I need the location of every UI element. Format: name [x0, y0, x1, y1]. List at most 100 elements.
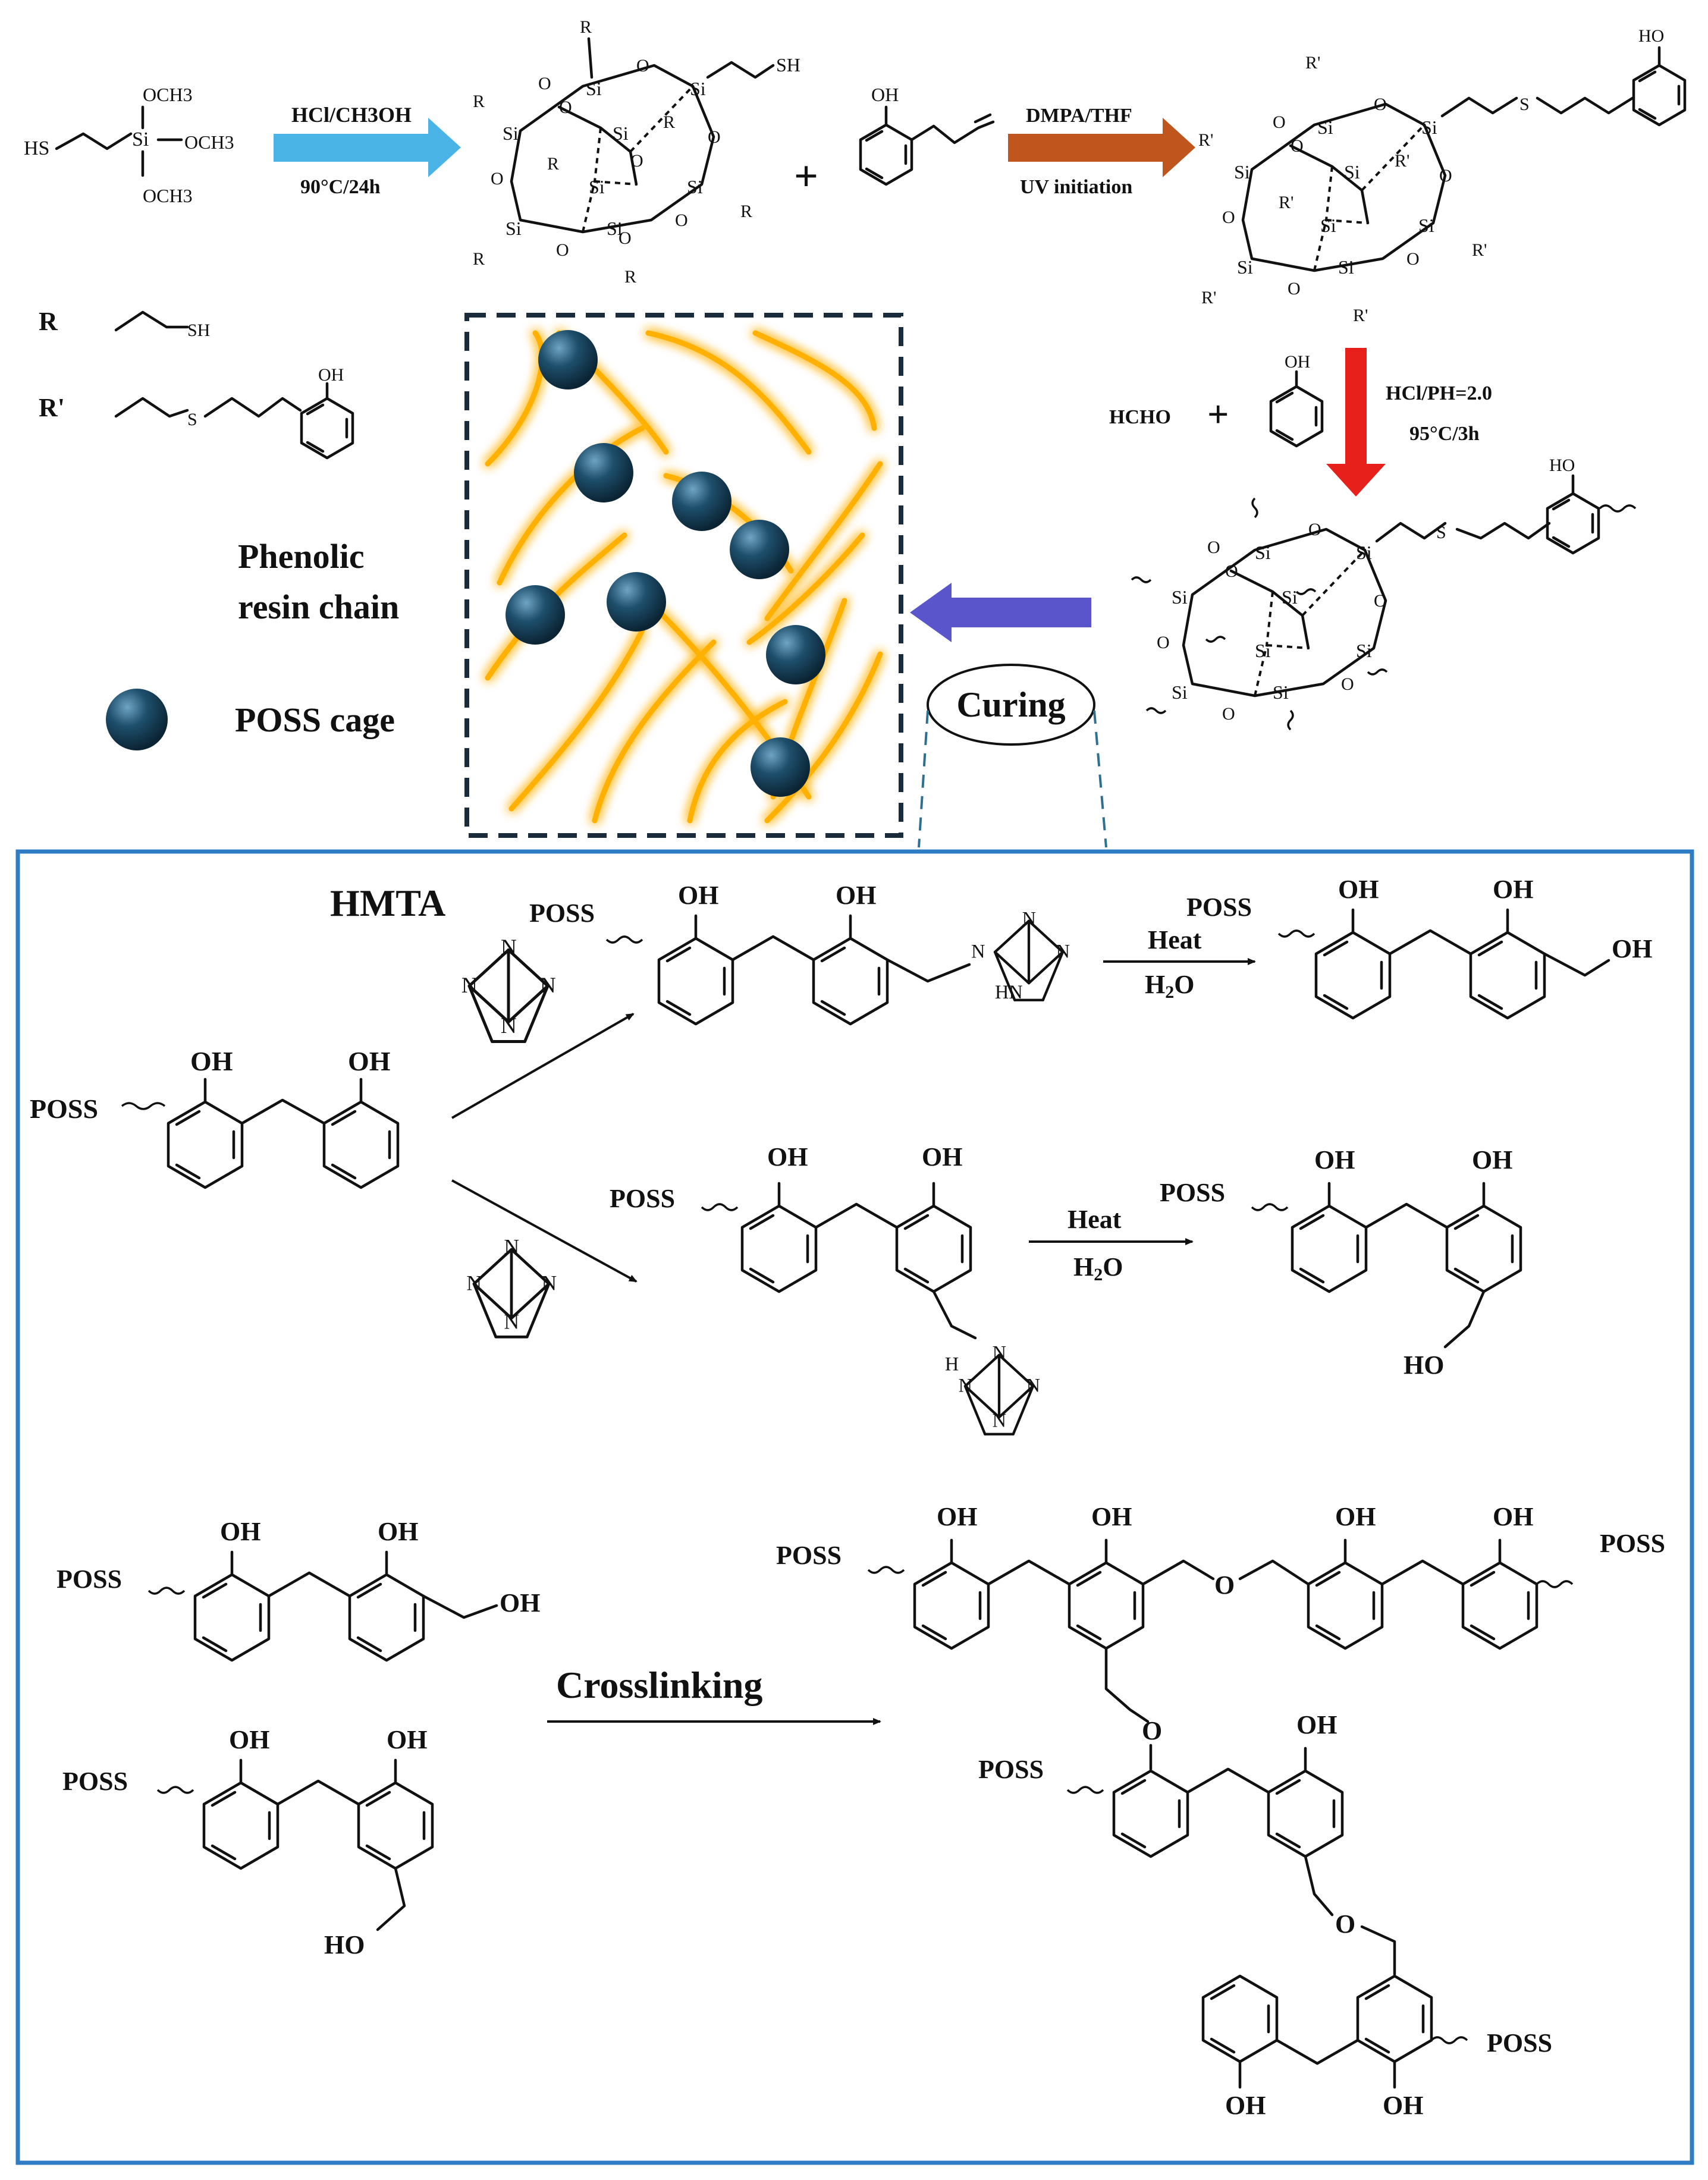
- oh-group: OH: [678, 881, 718, 910]
- o-atom: O: [1374, 95, 1387, 114]
- oh-group: OH: [1314, 1145, 1355, 1174]
- si-atom: Si: [1273, 681, 1289, 703]
- si-atom: Si: [589, 176, 605, 197]
- si-atom: Si: [613, 122, 629, 144]
- poss-phenolic-cage: Si Si Si Si Si Si Si Si O O O O O O O S …: [1131, 456, 1637, 731]
- r-group: R: [624, 267, 636, 287]
- poss-sphere: [730, 520, 789, 579]
- o-atom: O: [675, 211, 688, 230]
- poss-sphere: [574, 443, 633, 502]
- o-atom: O: [708, 127, 721, 147]
- oh-group: OH: [220, 1517, 260, 1546]
- si-atom: Si: [506, 218, 522, 239]
- si-atom: Si: [1237, 256, 1253, 278]
- phenol-oh: OH: [1285, 352, 1310, 372]
- si-atom: Si: [690, 78, 706, 99]
- crosslink-reactant-1: POSS OH OH OH: [56, 1517, 540, 1660]
- oh-group: OH: [1338, 875, 1379, 904]
- orange-arrow-icon: [1008, 118, 1195, 177]
- o-atom: O: [1291, 136, 1304, 156]
- para-methylol-product: POSS OH OH HO: [1160, 1145, 1521, 1380]
- step3-conditions: 95°C/3h: [1409, 423, 1480, 445]
- poss-sphere: [751, 737, 810, 797]
- oh-group: OH: [190, 1046, 233, 1076]
- r-prime-group: R': [1353, 306, 1368, 325]
- legend-cage-label: POSS cage: [235, 701, 395, 739]
- poss-label: POSS: [1160, 1178, 1225, 1207]
- poss-sphere: [672, 472, 731, 531]
- phenol-ho: HO: [1549, 456, 1575, 475]
- oh-group: OH: [1335, 1502, 1376, 1531]
- si-atom: Si: [1172, 681, 1188, 703]
- legend-chain-line1: Phenolic: [238, 537, 365, 576]
- n-atom: N: [1026, 1375, 1040, 1396]
- poss-label: POSS: [1487, 2028, 1552, 2058]
- r-prime-group: R': [1201, 288, 1216, 307]
- poss-sphere: [538, 330, 598, 389]
- legend-r-symbol: R: [39, 307, 58, 336]
- o-atom: O: [538, 74, 551, 93]
- para-hmta-intermediate: POSS OH OH N N N N H: [610, 1142, 1040, 1434]
- step2-reagent: DMPA/THF: [1026, 105, 1132, 127]
- step1-reagent: HCl/CH3OH: [291, 103, 412, 127]
- n-atom: N: [504, 1310, 519, 1334]
- oh-group: OH: [500, 1588, 540, 1617]
- poss-sphere: [506, 585, 565, 645]
- o-atom: O: [1273, 112, 1286, 132]
- poss-sphere: [607, 572, 666, 632]
- reaction-arrow-lower: [451, 1179, 638, 1283]
- si-atom: Si: [1344, 161, 1360, 183]
- n-atom: N: [540, 973, 556, 998]
- poss-sphere: [766, 625, 825, 684]
- n-atom: N: [501, 1014, 517, 1038]
- legend-r-prime-symbol: R': [39, 393, 65, 422]
- si-atom: Si: [1172, 586, 1188, 608]
- r-prime-group: R': [1305, 53, 1320, 73]
- plus-sign: +: [794, 152, 818, 200]
- hmta-molecule: N N N N: [461, 935, 556, 1041]
- crosslink-reactant-2: POSS OH OH HO: [62, 1725, 432, 1959]
- o-atom: O: [1374, 591, 1387, 611]
- oh-group: OH: [1472, 1145, 1512, 1174]
- sulfur-atom: S: [1436, 523, 1446, 542]
- methoxy-top: OCH3: [143, 84, 193, 105]
- ether-o: O: [1214, 1570, 1235, 1600]
- si-atom: Si: [503, 122, 519, 144]
- step1-conditions: 90°C/24h: [300, 176, 381, 198]
- poss-label: POSS: [1600, 1529, 1665, 1558]
- oh-group: OH: [922, 1142, 962, 1171]
- si-atom: Si: [1255, 640, 1271, 661]
- r-group: R: [663, 112, 675, 132]
- plus-sign: +: [1207, 393, 1229, 435]
- n-atom: N: [1056, 941, 1070, 962]
- o-atom: O: [1439, 166, 1452, 186]
- o-atom: O: [1225, 561, 1238, 581]
- step3-section: HCHO + OH HCl/PH=2.0 95°C/3h: [1109, 348, 1492, 497]
- oh-group: OH: [1493, 875, 1533, 904]
- n-atom: N: [993, 1409, 1006, 1431]
- poss-bisphenol-start: POSS OH OH: [30, 1046, 398, 1188]
- ether-o: O: [1335, 1909, 1355, 1939]
- oh-group: OH: [836, 881, 876, 910]
- water-label: H2O: [1073, 1252, 1123, 1284]
- hmta-label: HMTA: [330, 882, 445, 924]
- allylphenol: OH: [861, 84, 995, 184]
- legend: R SH R' S OH Phenolic resin chain POSS c…: [24, 307, 399, 750]
- si-atom: Si: [607, 218, 623, 239]
- poss-label: POSS: [776, 1541, 842, 1570]
- formaldehyde-label: HCHO: [1109, 406, 1171, 428]
- step2-arrow: DMPA/THF UV initiation: [1008, 105, 1195, 198]
- oh-group: OH: [1383, 2091, 1423, 2120]
- o-atom: O: [491, 169, 504, 189]
- poss-label: POSS: [529, 899, 595, 928]
- o-atom: O: [1406, 249, 1420, 269]
- n-atom: N: [959, 1375, 972, 1396]
- o-atom: O: [1341, 674, 1354, 694]
- crosslinking-label: Crosslinking: [556, 1664, 762, 1706]
- crosslinked-network: POSS OH OH O OH OH POSS O POSS OH O: [776, 1502, 1665, 2120]
- si-atom: Si: [687, 176, 703, 197]
- purple-arrow-icon: [910, 583, 1091, 642]
- methoxy-bottom: OCH3: [143, 185, 193, 206]
- o-atom: O: [1207, 538, 1220, 557]
